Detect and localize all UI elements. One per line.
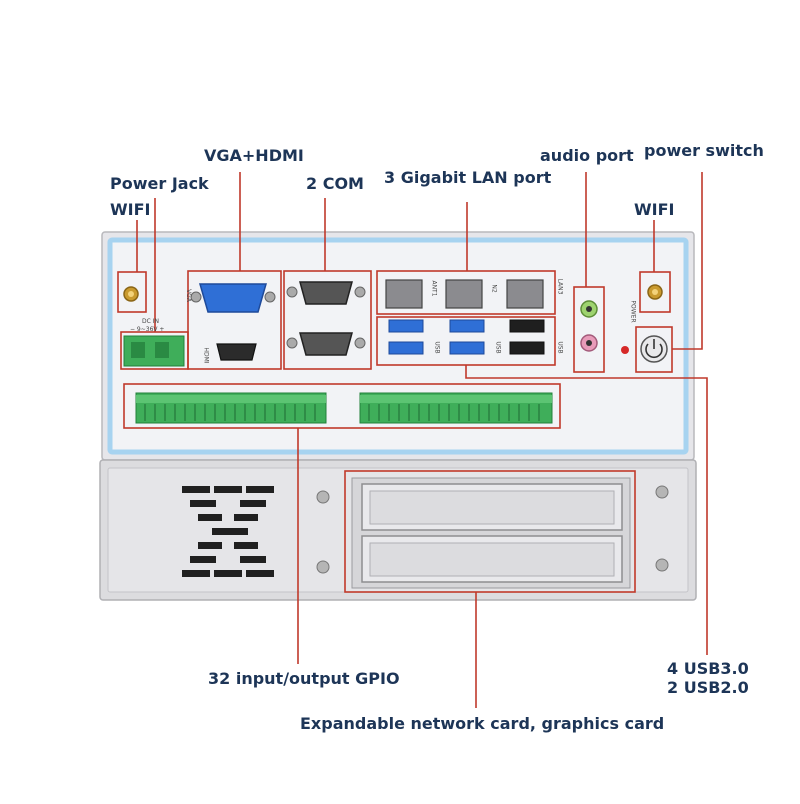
gpio-terminal-left bbox=[135, 392, 327, 424]
hdmi-port bbox=[216, 343, 257, 361]
power-jack-terminal bbox=[123, 335, 185, 367]
wifi-antenna-left bbox=[123, 286, 139, 302]
voltage-text: − 9~36V + bbox=[130, 326, 165, 333]
label-audio: audio port bbox=[540, 146, 634, 165]
com-ports bbox=[286, 281, 366, 356]
label-lan: 3 Gigabit LAN port bbox=[384, 168, 552, 187]
lan3-text: LAN3 bbox=[556, 278, 564, 295]
usb-ports bbox=[388, 319, 545, 355]
label-wifi-right: WIFI bbox=[634, 200, 675, 219]
vent-grille bbox=[182, 486, 274, 577]
gpio-terminal-right bbox=[359, 392, 553, 424]
usb-text-1: USB bbox=[433, 341, 441, 354]
wifi-antenna-right bbox=[647, 284, 663, 300]
label-power-jack: Power Jack bbox=[110, 174, 209, 193]
gpio-pins bbox=[144, 404, 540, 421]
screws bbox=[316, 485, 669, 574]
hdmi-text: HDMI bbox=[202, 347, 210, 364]
callout-lines bbox=[136, 172, 708, 708]
label-vga-hdmi: VGA+HDMI bbox=[204, 146, 304, 165]
label-wifi-left: WIFI bbox=[110, 200, 151, 219]
usb-text-2: USB bbox=[494, 341, 502, 354]
expansion-slots bbox=[351, 477, 631, 589]
vga-port bbox=[190, 283, 276, 313]
label-power-switch: power switch bbox=[644, 141, 764, 160]
label-usb-line1: 4 USB3.0 bbox=[667, 659, 749, 678]
power-button-icon bbox=[640, 335, 668, 363]
label-expand: Expandable network card, graphics card bbox=[300, 714, 665, 733]
usb-text-3: USB bbox=[556, 341, 564, 354]
lan-ports bbox=[385, 279, 544, 309]
vga-text: VGA bbox=[184, 289, 192, 302]
dc-in-text: DC IN bbox=[142, 318, 159, 325]
label-usb-line2: 2 USB2.0 bbox=[667, 678, 749, 697]
label-com: 2 COM bbox=[306, 174, 364, 193]
audio-jacks bbox=[580, 300, 598, 352]
label-gpio: 32 input/output GPIO bbox=[208, 669, 400, 688]
ant1-text: ANT1 bbox=[430, 280, 438, 297]
power-text: POWER bbox=[629, 300, 637, 323]
ant2-text: N2 bbox=[490, 284, 498, 293]
power-led bbox=[621, 346, 629, 354]
